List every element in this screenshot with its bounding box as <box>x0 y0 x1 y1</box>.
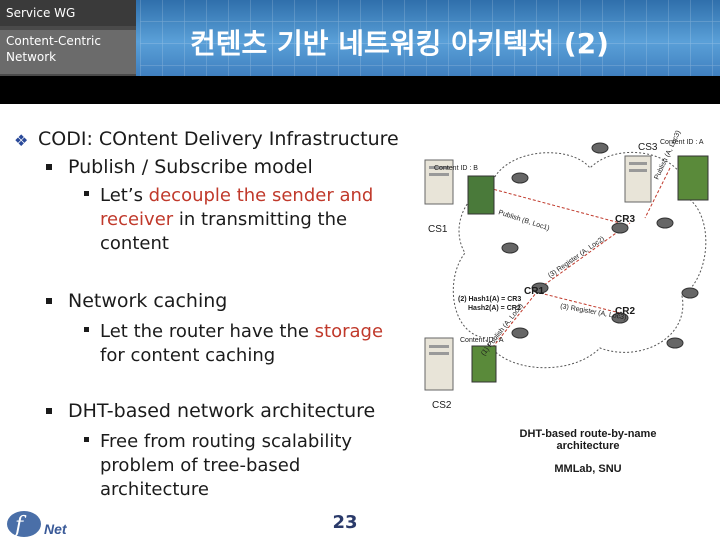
label-cr1: CR1 <box>524 286 544 297</box>
content-b-thumbnail <box>467 175 495 215</box>
detail-line: Free from routing scalability <box>100 431 353 452</box>
main-heading: CODI: COntent Delivery Infrastructure <box>38 128 399 150</box>
section-label-caching: Network caching <box>68 290 228 312</box>
caption-credit: MMLab, SNU <box>554 463 622 475</box>
label-publish-b: Publish (B, Loc1) <box>497 209 550 232</box>
server-cs2-icon <box>424 337 454 391</box>
header-left-panel: Service WG Content-Centric Network <box>0 0 136 76</box>
network-cloud <box>452 152 707 369</box>
label-content-b: Content ID : B <box>434 165 478 172</box>
group-label: Service WG <box>0 0 136 26</box>
small-square-bullet-icon <box>84 191 89 196</box>
diamond-bullet-icon: ❖ <box>14 131 29 150</box>
path-register-cr2 <box>539 292 621 314</box>
section-detail-caching: Let the router have the storage for cont… <box>100 320 400 368</box>
square-bullet-icon <box>46 408 52 414</box>
header-pattern <box>140 0 720 76</box>
path-publish-a3 <box>644 167 671 219</box>
caption-line-2: architecture <box>556 440 620 452</box>
label-hash1: (2) Hash1(A) = CR3 <box>458 296 521 303</box>
label-cr2: CR2 <box>615 306 635 317</box>
label-content-a-bottom: Content ID : A <box>460 337 504 344</box>
subgroup-line-2: Network <box>6 50 57 64</box>
fnet-logo-icon: f Net <box>7 511 68 538</box>
detail-line: architecture <box>100 479 209 500</box>
detail-line: content <box>100 233 169 254</box>
label-hash2: Hash2(A) = CR2 <box>468 305 521 312</box>
label-cr3: CR3 <box>615 214 635 225</box>
small-square-bullet-icon <box>84 437 89 442</box>
content-a-thumbnail <box>471 345 497 383</box>
router-icons <box>501 142 699 349</box>
server-cs3-icon <box>624 155 652 203</box>
label-cs3: CS3 <box>638 142 658 153</box>
label-cs1: CS1 <box>428 224 448 235</box>
section-detail-dht: Free from routing scalability problem of… <box>100 430 400 502</box>
page-number: 23 <box>332 512 358 533</box>
square-bullet-icon <box>46 164 52 170</box>
section-label-publish: Publish / Subscribe model <box>68 156 313 178</box>
square-bullet-icon <box>46 298 52 304</box>
subgroup-label: Content-Centric Network <box>0 30 136 74</box>
diagram-caption: DHT-based route-by-name architecture <box>480 428 696 452</box>
header-divider-band <box>0 76 720 104</box>
slide-title: 컨텐츠 기반 네트워킹 아키텍처 (2) <box>190 27 609 60</box>
label-register: (3) Register (A, Loc2) <box>547 236 606 280</box>
section-detail-publish: Let’s decouple the sender and receiver i… <box>100 184 400 256</box>
subgroup-line-1: Content-Centric <box>6 34 101 48</box>
path-register-cr3 <box>539 222 631 289</box>
detail-line: Let the router have the storage <box>100 321 384 342</box>
dht-network-diagram: CS1 CS2 CS3 CR1 CR2 CR3 Content ID : B C… <box>424 130 709 411</box>
section-label-dht: DHT-based network architecture <box>68 400 376 422</box>
detail-line: Let’s decouple the sender and <box>100 185 374 206</box>
logo-text: Net <box>44 521 68 537</box>
label-content-a-top: Content ID : A <box>660 139 704 146</box>
detail-line: for content caching <box>100 345 276 366</box>
caption-line-1: DHT-based route-by-name <box>519 428 657 440</box>
server-cs1-icon <box>424 159 454 205</box>
content-a-top-thumbnail <box>677 155 709 201</box>
detail-line: problem of tree-based <box>100 455 301 476</box>
path-publish-b <box>469 182 621 224</box>
label-cs2: CS2 <box>432 400 452 411</box>
small-square-bullet-icon <box>84 327 89 332</box>
detail-line: receiver in transmitting the <box>100 209 348 230</box>
main-heading-item: ❖ CODI: COntent Delivery Infrastructure <box>14 128 399 150</box>
